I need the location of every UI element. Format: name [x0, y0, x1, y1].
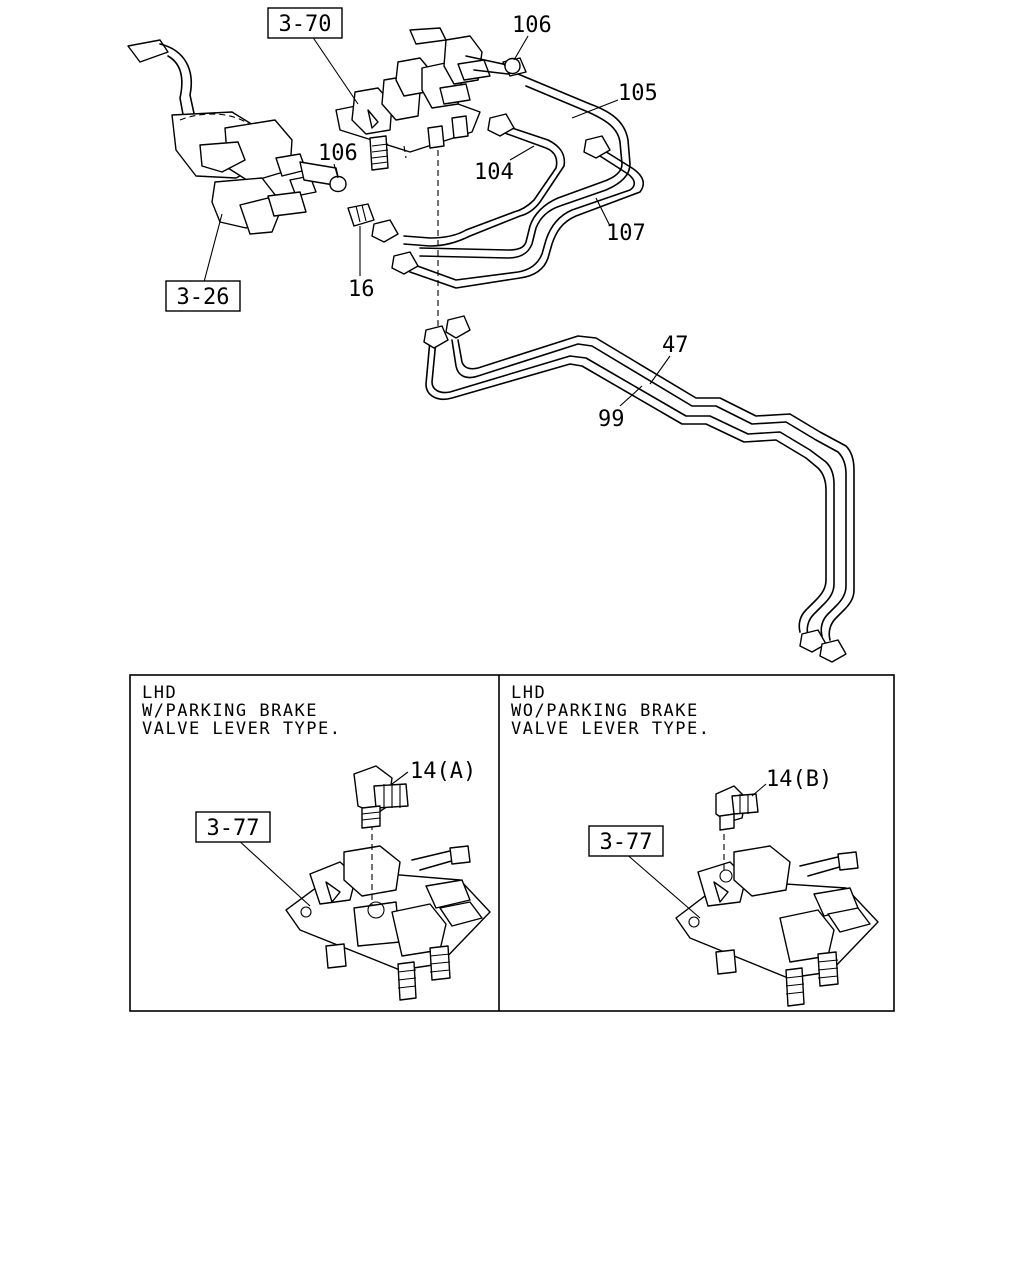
callout-107: 107	[606, 221, 646, 246]
callout-104: 104	[474, 160, 514, 185]
nut-99	[391, 251, 419, 275]
callout-106-upper: 106	[512, 13, 552, 38]
leader-106-lower	[333, 163, 339, 179]
svg-text:3-77: 3-77	[207, 816, 260, 841]
union-16	[347, 203, 375, 227]
leader-106-upper	[513, 35, 529, 61]
ref-box-3-70: 3-70	[267, 7, 343, 39]
leader-377-left	[235, 837, 311, 907]
nut-47-end	[819, 639, 847, 663]
pipe-107	[409, 147, 645, 289]
svg-text:LHD: LHD	[511, 683, 546, 703]
nut-99-top	[423, 325, 449, 349]
parking-brake-valve	[127, 39, 341, 235]
leader-107	[595, 197, 611, 227]
callout-14b: 14(B)	[766, 767, 832, 792]
fitting-14a	[353, 765, 409, 829]
leader-99	[619, 385, 643, 407]
leader-104	[509, 145, 535, 161]
ref-box-3-77-right: 3-77	[588, 825, 664, 857]
callout-14a: 14(A)	[410, 759, 476, 784]
relay-valve-block	[335, 27, 527, 340]
leader-14a	[391, 771, 409, 785]
valve-block-right	[675, 824, 879, 1007]
svg-text:WO/PARKING BRAKE: WO/PARKING BRAKE	[511, 701, 699, 721]
nut-16	[371, 219, 399, 243]
callout-99: 99	[598, 407, 625, 432]
svg-text:3-77: 3-77	[600, 830, 653, 855]
panel-left-notes: LHD W/PARKING BRAKE VALVE LEVER TYPE.	[142, 683, 342, 739]
panel-right-notes: LHD WO/PARKING BRAKE VALVE LEVER TYPE.	[511, 683, 711, 739]
clip-106-upper	[504, 57, 521, 75]
svg-text:3-70: 3-70	[279, 12, 332, 37]
callout-16: 16	[348, 277, 375, 302]
leader-105	[571, 99, 619, 119]
nut-104	[487, 113, 515, 137]
pipe-104	[403, 123, 566, 247]
clip-106-lower	[329, 175, 347, 193]
pipe-99	[425, 339, 835, 637]
pipe-47	[451, 335, 855, 641]
svg-text:VALVE LEVER TYPE.: VALVE LEVER TYPE.	[511, 719, 711, 739]
leader-47	[649, 355, 671, 385]
fitting-14b	[715, 785, 759, 831]
svg-text:3-26: 3-26	[177, 285, 230, 310]
leader-326	[203, 213, 223, 283]
callout-105: 105	[618, 81, 658, 106]
valve-block-left	[285, 824, 491, 1001]
variant-panels	[129, 674, 895, 1012]
callout-47: 47	[662, 333, 689, 358]
pipe-105	[419, 73, 631, 259]
ref-box-3-26: 3-26	[165, 280, 241, 312]
svg-text:W/PARKING BRAKE: W/PARKING BRAKE	[142, 701, 318, 721]
nut-107	[583, 135, 611, 159]
leader-377-right	[623, 851, 701, 919]
nut-99-end	[799, 629, 827, 653]
nut-47-top	[445, 315, 471, 339]
leader-370	[311, 35, 359, 105]
svg-text:VALVE LEVER TYPE.: VALVE LEVER TYPE.	[142, 719, 342, 739]
ref-box-3-77-left: 3-77	[195, 811, 271, 843]
svg-text:LHD: LHD	[142, 683, 177, 703]
callout-106-lower: 106	[318, 141, 358, 166]
leader-14b	[751, 783, 767, 797]
